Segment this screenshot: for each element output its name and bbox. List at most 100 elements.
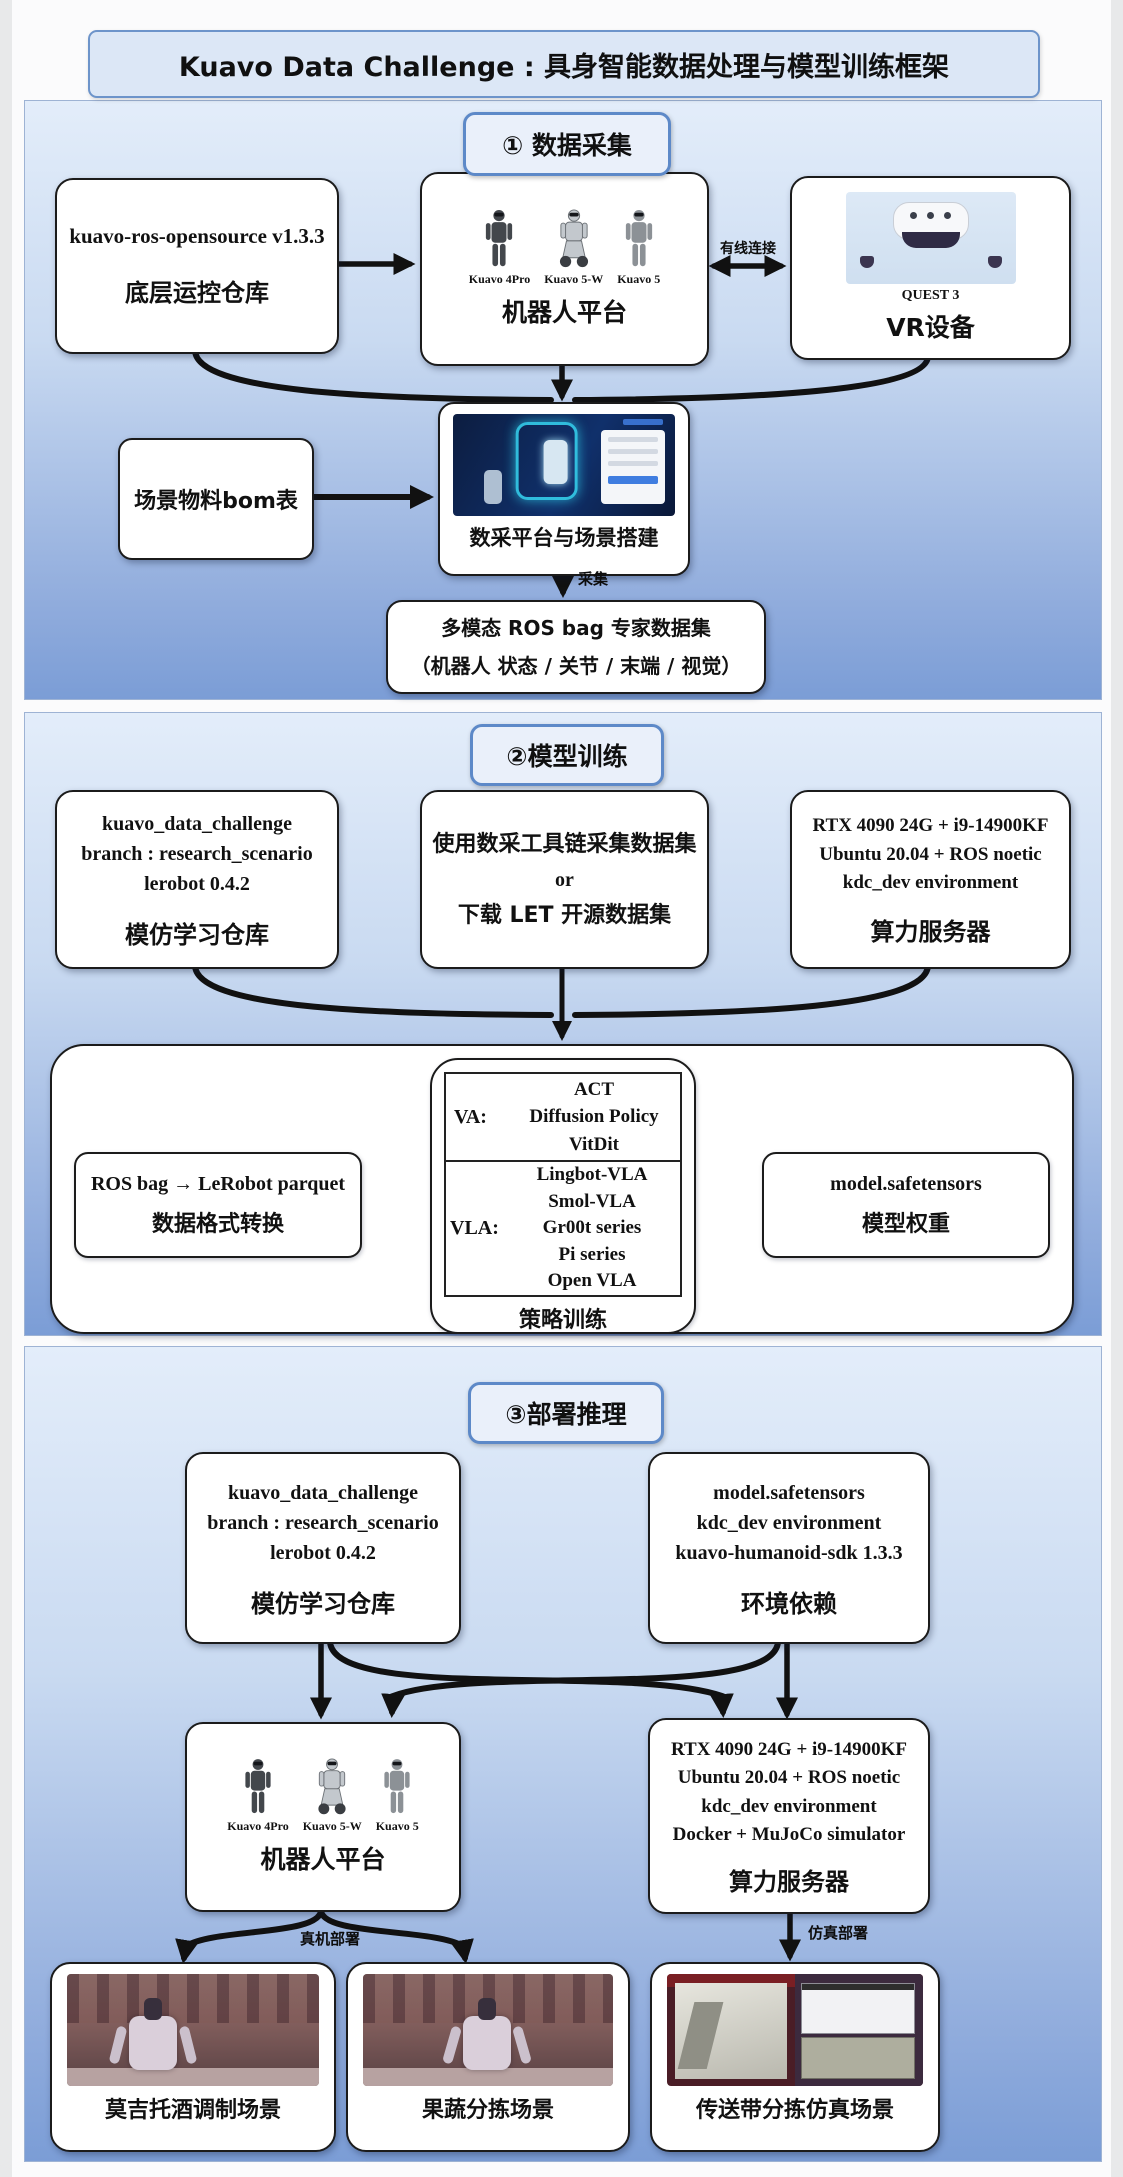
policy-row-vla: VLA: Lingbot-VLA Smol-VLA Gr00t series P… xyxy=(446,1160,680,1295)
box-compute-server-3: RTX 4090 24G + i9-14900KF Ubuntu 20.04 +… xyxy=(648,1718,930,1914)
va-item: ACT xyxy=(573,1078,615,1100)
left-edge-strip xyxy=(0,0,12,2177)
policy-training-label: 策略训练 xyxy=(518,1307,607,1333)
robot-figures-row: Kuavo 4Pro Kuavo 5-W Kuavo 5 xyxy=(227,1758,419,1834)
robot-kuavo-5: Kuavo 5 xyxy=(376,1758,419,1834)
convert-line1: ROS bag → LeRobot parquet xyxy=(90,1172,346,1195)
bom-label: 场景物料bom表 xyxy=(134,489,298,514)
va-item: VitDit xyxy=(569,1133,619,1155)
color-cast-overlay xyxy=(363,1974,613,2086)
box-policy-training: VA: ACT Diffusion Policy VitDit VLA: Lin… xyxy=(430,1058,696,1334)
box-bom-table: 场景物料bom表 xyxy=(118,438,314,560)
robot-name: Kuavo 4Pro xyxy=(468,272,531,286)
vr-caption: QUEST 3 xyxy=(901,288,960,303)
dataset-line2: （机器人 状态 / 关节 / 末端 / 视觉） xyxy=(410,654,742,678)
policy-row-va: VA: ACT Diffusion Policy VitDit xyxy=(446,1074,680,1160)
robot-kuavo-5w: Kuavo 5-W xyxy=(544,209,603,287)
repo2-line3: lerobot 0.4.2 xyxy=(144,873,250,895)
page-title-text: Kuavo Data Challenge : 具身智能数据处理与模型训练框架 xyxy=(178,51,950,83)
server2-line3: kdc_dev environment xyxy=(842,872,1019,894)
robot-kuavo-5w: Kuavo 5-W xyxy=(303,1758,362,1834)
section1-header-label: ① 数据采集 xyxy=(502,131,632,160)
box-robot-platform-1: Kuavo 4Pro Kuavo 5-W Kuavo 5 机器人平台 xyxy=(420,172,709,366)
sim-window-titlebar xyxy=(801,1983,915,1990)
weights-line1: model.safetensors xyxy=(830,1172,982,1195)
platform-robot-figure-2 xyxy=(484,470,503,504)
scene-robot-torso xyxy=(129,2016,177,2071)
box-imitation-repo-2: kuavo_data_challenge branch : research_s… xyxy=(55,790,339,969)
env-line2: kdc_dev environment xyxy=(696,1511,882,1534)
robot-name: Kuavo 5-W xyxy=(302,1819,362,1833)
bar-shelf xyxy=(67,1974,319,2024)
conveyor-sim-image xyxy=(667,1974,923,2086)
dataset-source-or: or xyxy=(555,868,574,891)
policy-table: VA: ACT Diffusion Policy VitDit VLA: Lin… xyxy=(444,1072,682,1297)
conveyor-sim-label: 传送带分拣仿真场景 xyxy=(695,2098,894,2123)
robot-name: Kuavo 4Pro xyxy=(227,1819,289,1833)
vr-label: VR设备 xyxy=(886,313,975,342)
robot-name: Kuavo 5 xyxy=(375,1819,419,1833)
sim-depth-panel xyxy=(800,2036,916,2080)
convert-label: 数据格式转换 xyxy=(151,1211,284,1237)
va-key: VA: xyxy=(454,1105,487,1128)
robot-kuavo-4pro: Kuavo 4Pro xyxy=(227,1758,289,1834)
mojito-scene-image xyxy=(67,1974,319,2086)
env-line3: kuavo-humanoid-sdk 1.3.3 xyxy=(675,1541,903,1564)
section2-header-badge: ②模型训练 xyxy=(470,724,664,786)
real-deploy-label: 真机部署 xyxy=(300,1930,361,1948)
box-dataset-source: 使用数采工具链采集数据集 or 下载 LET 开源数据集 xyxy=(420,790,709,969)
box-compute-server-2: RTX 4090 24G + i9-14900KF Ubuntu 20.04 +… xyxy=(790,790,1071,969)
humanoid-robot-icon xyxy=(245,1759,271,1814)
box-vr-device: QUEST 3 VR设备 xyxy=(790,176,1071,360)
server2-line2: Ubuntu 20.04 + ROS noetic xyxy=(819,843,1042,865)
repo3-line1: kuavo_data_challenge xyxy=(227,1481,418,1504)
robot-kuavo-4pro: Kuavo 4Pro xyxy=(469,209,530,287)
platform-logo xyxy=(623,419,663,425)
vr-controller-right-icon xyxy=(987,256,1002,268)
env-lines: model.safetensors kdc_dev environment ku… xyxy=(675,1478,902,1568)
box-collection-platform: 数采平台与场景搭建 xyxy=(438,402,690,576)
box-scene-sorting: 果蔬分拣场景 xyxy=(346,1962,630,2152)
server3-line1: RTX 4090 24G + i9-14900KF xyxy=(670,1738,908,1760)
repo3-line3: lerobot 0.4.2 xyxy=(270,1541,376,1564)
sim-deploy-label: 仿真部署 xyxy=(808,1924,869,1942)
box-robot-platform-3: Kuavo 4Pro Kuavo 5-W Kuavo 5 机器人平台 xyxy=(185,1722,461,1912)
wheeled-robot-icon xyxy=(318,1758,346,1815)
box-imitation-repo-3: kuavo_data_challenge branch : research_s… xyxy=(185,1452,461,1644)
vla-values: Lingbot-VLA Smol-VLA Gr00t series Pi ser… xyxy=(504,1162,680,1295)
repo3-lines: kuavo_data_challenge branch : research_s… xyxy=(207,1478,438,1568)
section3-header-badge: ③部署推理 xyxy=(468,1382,664,1444)
page-title: Kuavo Data Challenge : 具身智能数据处理与模型训练框架 xyxy=(88,30,1040,98)
sorting-scene-image xyxy=(363,1974,613,2086)
server2-label: 算力服务器 xyxy=(870,917,991,946)
vr-controller-left-icon xyxy=(859,256,874,268)
collection-platform-label: 数采平台与场景搭建 xyxy=(469,526,659,550)
bar-counter xyxy=(67,2068,319,2086)
repo2-label: 模仿学习仓库 xyxy=(125,921,269,949)
dataset-line1: 多模态 ROS bag 专家数据集 xyxy=(441,616,711,640)
repo3-label: 模仿学习仓库 xyxy=(251,1589,395,1618)
repo2-lines: kuavo_data_challenge branch : research_s… xyxy=(81,809,312,899)
env-line1: model.safetensors xyxy=(713,1481,865,1504)
vla-item: Lingbot-VLA xyxy=(536,1164,648,1185)
right-edge-strip xyxy=(1111,0,1123,2177)
collect-arrow-label: 采集 xyxy=(578,570,609,588)
humanoid-robot-icon xyxy=(384,1759,410,1814)
box-scene-mojito: 莫吉托酒调制场景 xyxy=(50,1962,336,2152)
conveyor-belt-shape xyxy=(677,2002,724,2070)
vla-item: Gr00t series xyxy=(542,1217,642,1239)
platform-robot-figure xyxy=(543,440,568,484)
repo3-line2: branch : research_scenario xyxy=(207,1511,439,1534)
server3-line4: Docker + MuJoCo simulator xyxy=(672,1824,906,1845)
dataset-source-line3: 下载 LET 开源数据集 xyxy=(457,902,672,928)
robot-figures-row: Kuavo 4Pro Kuavo 5-W Kuavo 5 xyxy=(469,209,660,287)
robot-platform-label: 机器人平台 xyxy=(260,1845,386,1874)
dataplatform-screenshot xyxy=(453,414,675,516)
wheeled-robot-icon xyxy=(559,209,588,268)
wire-connection-label: 有线连接 xyxy=(720,241,776,257)
sorting-scene-label: 果蔬分拣场景 xyxy=(421,2098,554,2123)
server3-label: 算力服务器 xyxy=(729,1867,849,1896)
vla-item: Pi series xyxy=(558,1243,626,1265)
color-cast-overlay xyxy=(67,1974,319,2086)
box-env-deps: model.safetensors kdc_dev environment ku… xyxy=(648,1452,930,1644)
